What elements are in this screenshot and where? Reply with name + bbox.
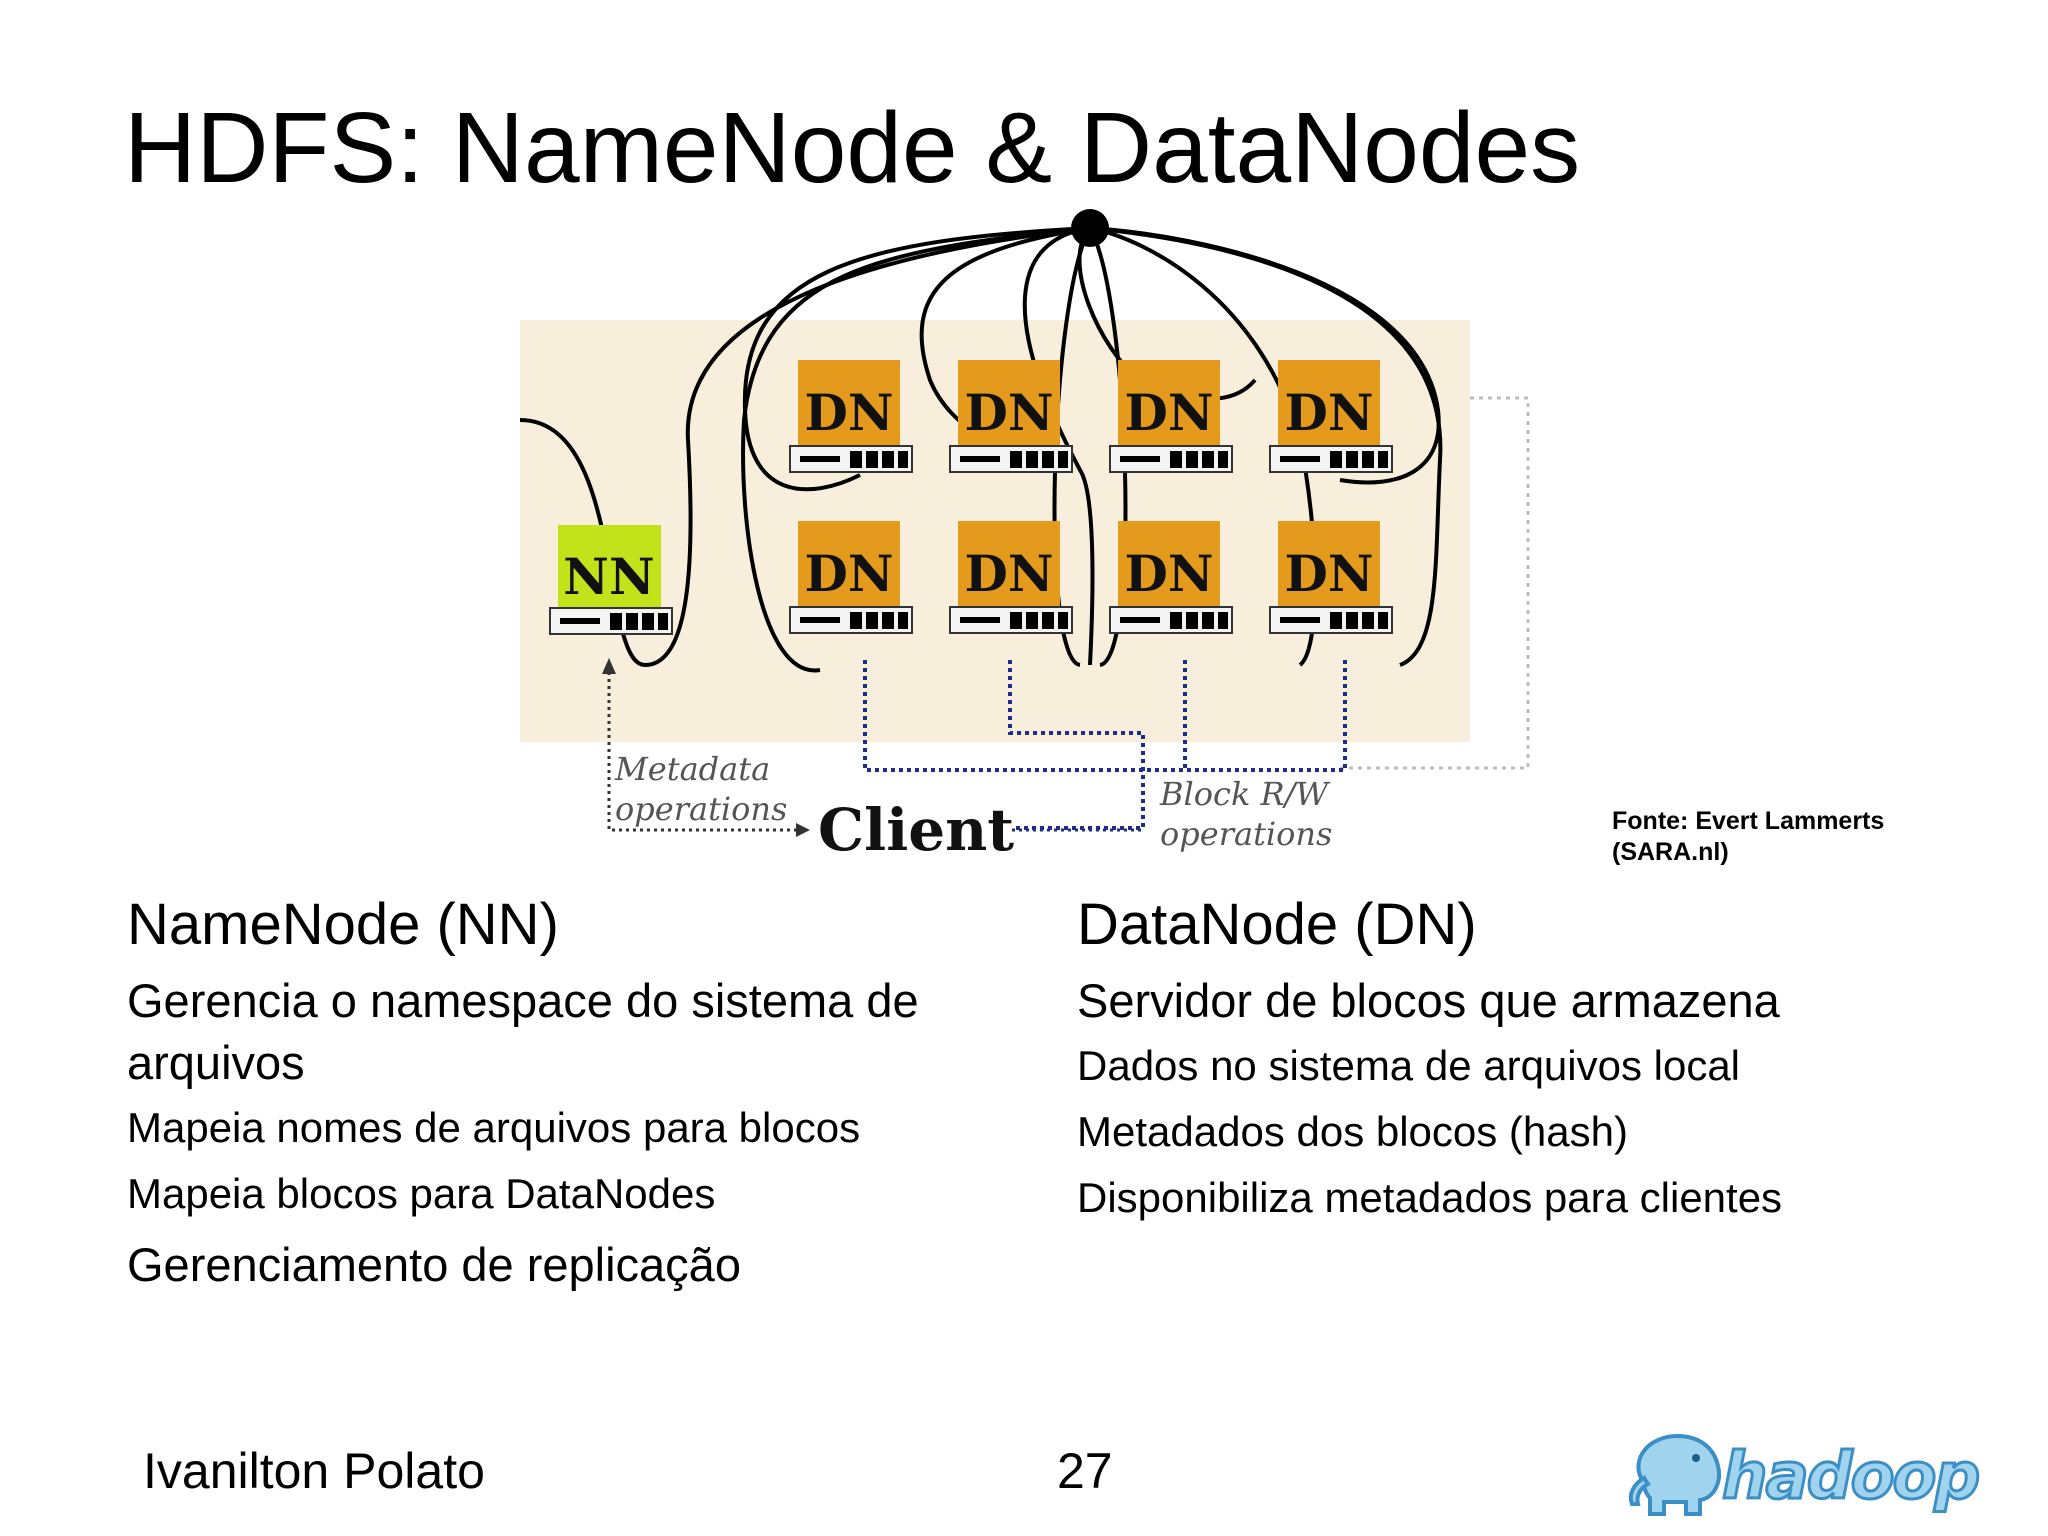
datanode-label: DN (964, 544, 1053, 603)
metadata-label-line2: operations (615, 790, 787, 828)
datanode-section: DataNode (DN) Servidor de blocos que arm… (1077, 890, 1977, 1238)
metadata-arrow-right (796, 823, 810, 837)
datanode-server: DN (789, 360, 913, 473)
block-label: Block R/W operations (1159, 775, 1332, 853)
datanode-server: DN (789, 521, 913, 634)
datanode-label: DN (964, 383, 1053, 442)
block-label-line1: Block R/W (1159, 775, 1331, 813)
block-label-line2: operations (1160, 815, 1332, 853)
datanode-item-local-fs: Dados no sistema de arquivos local (1077, 1042, 1741, 1089)
block-rw-links (863, 660, 1347, 830)
metadata-label: Metadata operations (614, 750, 787, 828)
datanode-label: DN (1124, 544, 1213, 603)
datanode-label: DN (804, 383, 893, 442)
datanode-server: DN (1109, 360, 1233, 473)
datanode-label: DN (1124, 383, 1213, 442)
datanode-item-block-server: Servidor de blocos que armazena (1077, 974, 1780, 1027)
namenode-section: NameNode (NN) Gerencia o namespace do si… (127, 890, 1027, 1304)
metadata-arrow-up (602, 658, 616, 674)
datanode-heading: DataNode (DN) (1077, 892, 1477, 957)
datanode-label: DN (804, 544, 893, 603)
datanode-label: DN (1284, 383, 1373, 442)
source-note-line1: Fonte: Evert Lammerts (1612, 807, 1885, 835)
client-label: Client (818, 796, 1014, 864)
namenode-server: NN (549, 525, 673, 635)
datanode-server: DN (1269, 360, 1393, 473)
datanode-server: DN (1269, 521, 1393, 634)
datanode-server: DN (949, 360, 1073, 473)
source-note-line2: (SARA.nl) (1612, 838, 1729, 866)
page-number: 27 (1057, 1443, 1113, 1499)
namenode-item-replication: Gerenciamento de replicação (127, 1238, 741, 1291)
datanode-server: DN (949, 521, 1073, 634)
hadoop-logo: hadoop (1628, 1433, 1982, 1516)
hadoop-logo-text: hadoop (1722, 1440, 1979, 1514)
footer-author: Ivanilton Polato (143, 1443, 485, 1499)
namenode-heading: NameNode (NN) (127, 892, 559, 957)
datanode-server: DN (1109, 521, 1233, 634)
datanode-grid: DN DN DN DN DN DN DN DN (789, 360, 1393, 634)
metadata-label-line1: Metadata (614, 750, 770, 788)
namenode-item-files-to-blocks: Mapeia nomes de arquivos para blocos (127, 1104, 861, 1151)
hadoop-elephant-icon (1628, 1433, 1721, 1516)
namenode-label: NN (563, 547, 654, 606)
source-note: Fonte: Evert Lammerts (SARA.nl) (1612, 806, 1884, 868)
datanode-item-block-metadata: Metadados dos blocos (hash) (1077, 1108, 1628, 1155)
heartbeat-hub (1071, 209, 1109, 247)
namenode-item-namespace: Gerencia o namespace do sistema de arqui… (127, 974, 919, 1089)
cluster-dotted-frame (1340, 396, 1530, 770)
slide-title: HDFS: NameNode & DataNodes (124, 92, 1581, 204)
namenode-item-blocks-to-datanodes: Mapeia blocos para DataNodes (127, 1170, 716, 1217)
datanode-label: DN (1284, 544, 1373, 603)
datanode-item-client-metadata: Disponibiliza metadados para clientes (1077, 1174, 1783, 1221)
